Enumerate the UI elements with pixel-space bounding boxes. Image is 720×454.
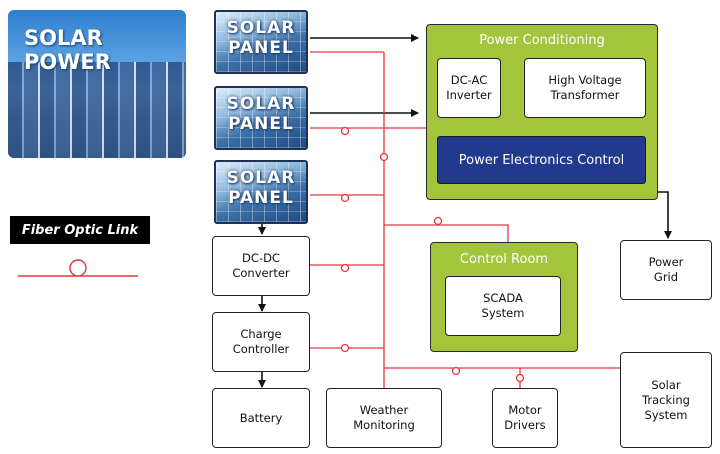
charge-controller-box: Charge Controller [212,312,310,372]
solar-panel-1-label: SOLAR PANEL [226,18,296,58]
fiber-optic-legend-label: Fiber Optic Link [10,216,150,244]
power-conditioning-title: Power Conditioning [479,33,605,48]
legend-fiber-line [18,259,138,277]
solar-panel-2: SOLAR PANEL [214,86,308,150]
control-room-title: Control Room [459,252,549,267]
power-grid-box: Power Grid [620,240,712,300]
solar-tracking-system-box: Solar Tracking System [620,352,712,448]
solar-panel-1: SOLAR PANEL [214,10,308,74]
solar-power-photo: SOLAR POWER [8,10,186,158]
dc-ac-inverter-box: DC-AC Inverter [437,58,501,118]
battery-box: Battery [212,388,310,448]
high-voltage-transformer-box: High Voltage Transformer [524,58,646,118]
dc-dc-converter-box: DC-DC Converter [212,236,310,296]
power-electronics-control-box: Power Electronics Control [437,136,646,184]
solar-panel-3-label: SOLAR PANEL [226,168,296,208]
weather-monitoring-box: Weather Monitoring [326,388,442,448]
solar-panel-2-label: SOLAR PANEL [226,94,296,134]
solar-panel-3: SOLAR PANEL [214,160,308,224]
motor-drivers-box: Motor Drivers [492,388,558,448]
solar-array-image [8,62,186,158]
scada-system-box: SCADA System [445,276,561,336]
fiber-optic-network [310,51,620,388]
solar-power-title: SOLAR POWER [24,26,111,74]
